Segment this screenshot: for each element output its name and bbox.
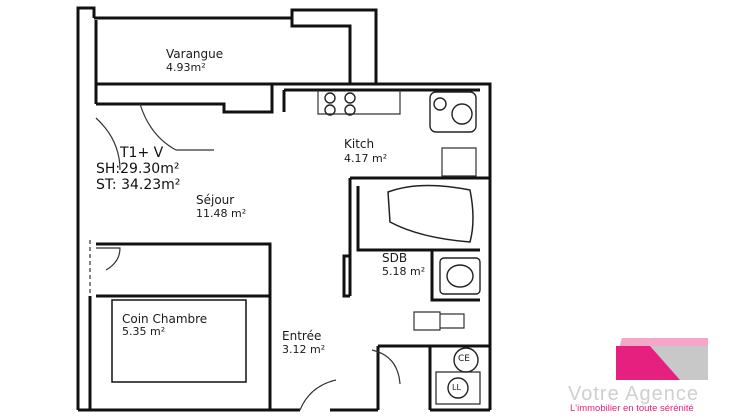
bedroom-top	[96, 242, 272, 296]
bedroom-box	[88, 294, 272, 410]
ll-box	[435, 371, 481, 405]
kitchen-top-wall	[272, 82, 492, 180]
sdb-middle	[430, 250, 480, 302]
kitchen-appliance	[441, 147, 477, 177]
entry-door-arc	[299, 379, 337, 411]
kitchen-counter	[317, 90, 401, 115]
kitch-area: 4.17 m²	[344, 152, 388, 165]
entree-area: 3.12 m²	[282, 343, 326, 356]
sdb-toilet	[413, 311, 465, 331]
left-door-arc	[96, 247, 121, 271]
washbasin-icon	[439, 257, 481, 295]
sdb-area: 5.18 m²	[382, 265, 426, 278]
bathtub-wall	[356, 186, 480, 252]
coin-chambre-area: 5.35 m²	[122, 325, 166, 338]
varangue-name: Varangue	[166, 47, 224, 61]
sdb-door	[371, 349, 401, 385]
coin-chambre-name: Coin Chambre	[122, 312, 208, 326]
bathtub-icon	[387, 184, 474, 243]
hob-icon	[324, 92, 356, 116]
plan-st: ST: 34.23m²	[96, 177, 181, 193]
sejour-name: Séjour	[196, 193, 235, 207]
ce-label: CE	[458, 354, 470, 364]
sejour-window-arc	[95, 103, 214, 171]
sdb-name: SDB	[382, 251, 408, 265]
sdb-left-wall	[342, 178, 352, 298]
sdb-outer	[350, 176, 492, 410]
agency-tagline: L'immobilier en toute sérénité	[570, 403, 694, 414]
sejour-area: 11.48 m²	[196, 207, 247, 220]
agency-logo	[616, 338, 708, 380]
varangue-area: 4.93m²	[166, 61, 206, 74]
varangue-wall-inner	[94, 18, 352, 86]
kitchen-inner-top	[282, 88, 480, 112]
entry-right-wall	[376, 344, 490, 410]
entree-name: Entrée	[282, 329, 322, 343]
outer-wall-left	[76, 6, 96, 410]
plan-type: T1+ V	[120, 145, 164, 161]
outer-wall-top	[94, 8, 378, 84]
kitchen-sink-icon	[429, 91, 477, 133]
ll-circle	[447, 377, 469, 399]
agency-name: Votre Agence	[568, 383, 699, 405]
sejour-top-wall	[96, 84, 274, 114]
ll-label: LL	[452, 383, 461, 392]
plan-sh: SH:29.30m²	[96, 161, 180, 177]
bedroom-bed	[111, 299, 247, 383]
kitch-name: Kitch	[344, 137, 375, 151]
